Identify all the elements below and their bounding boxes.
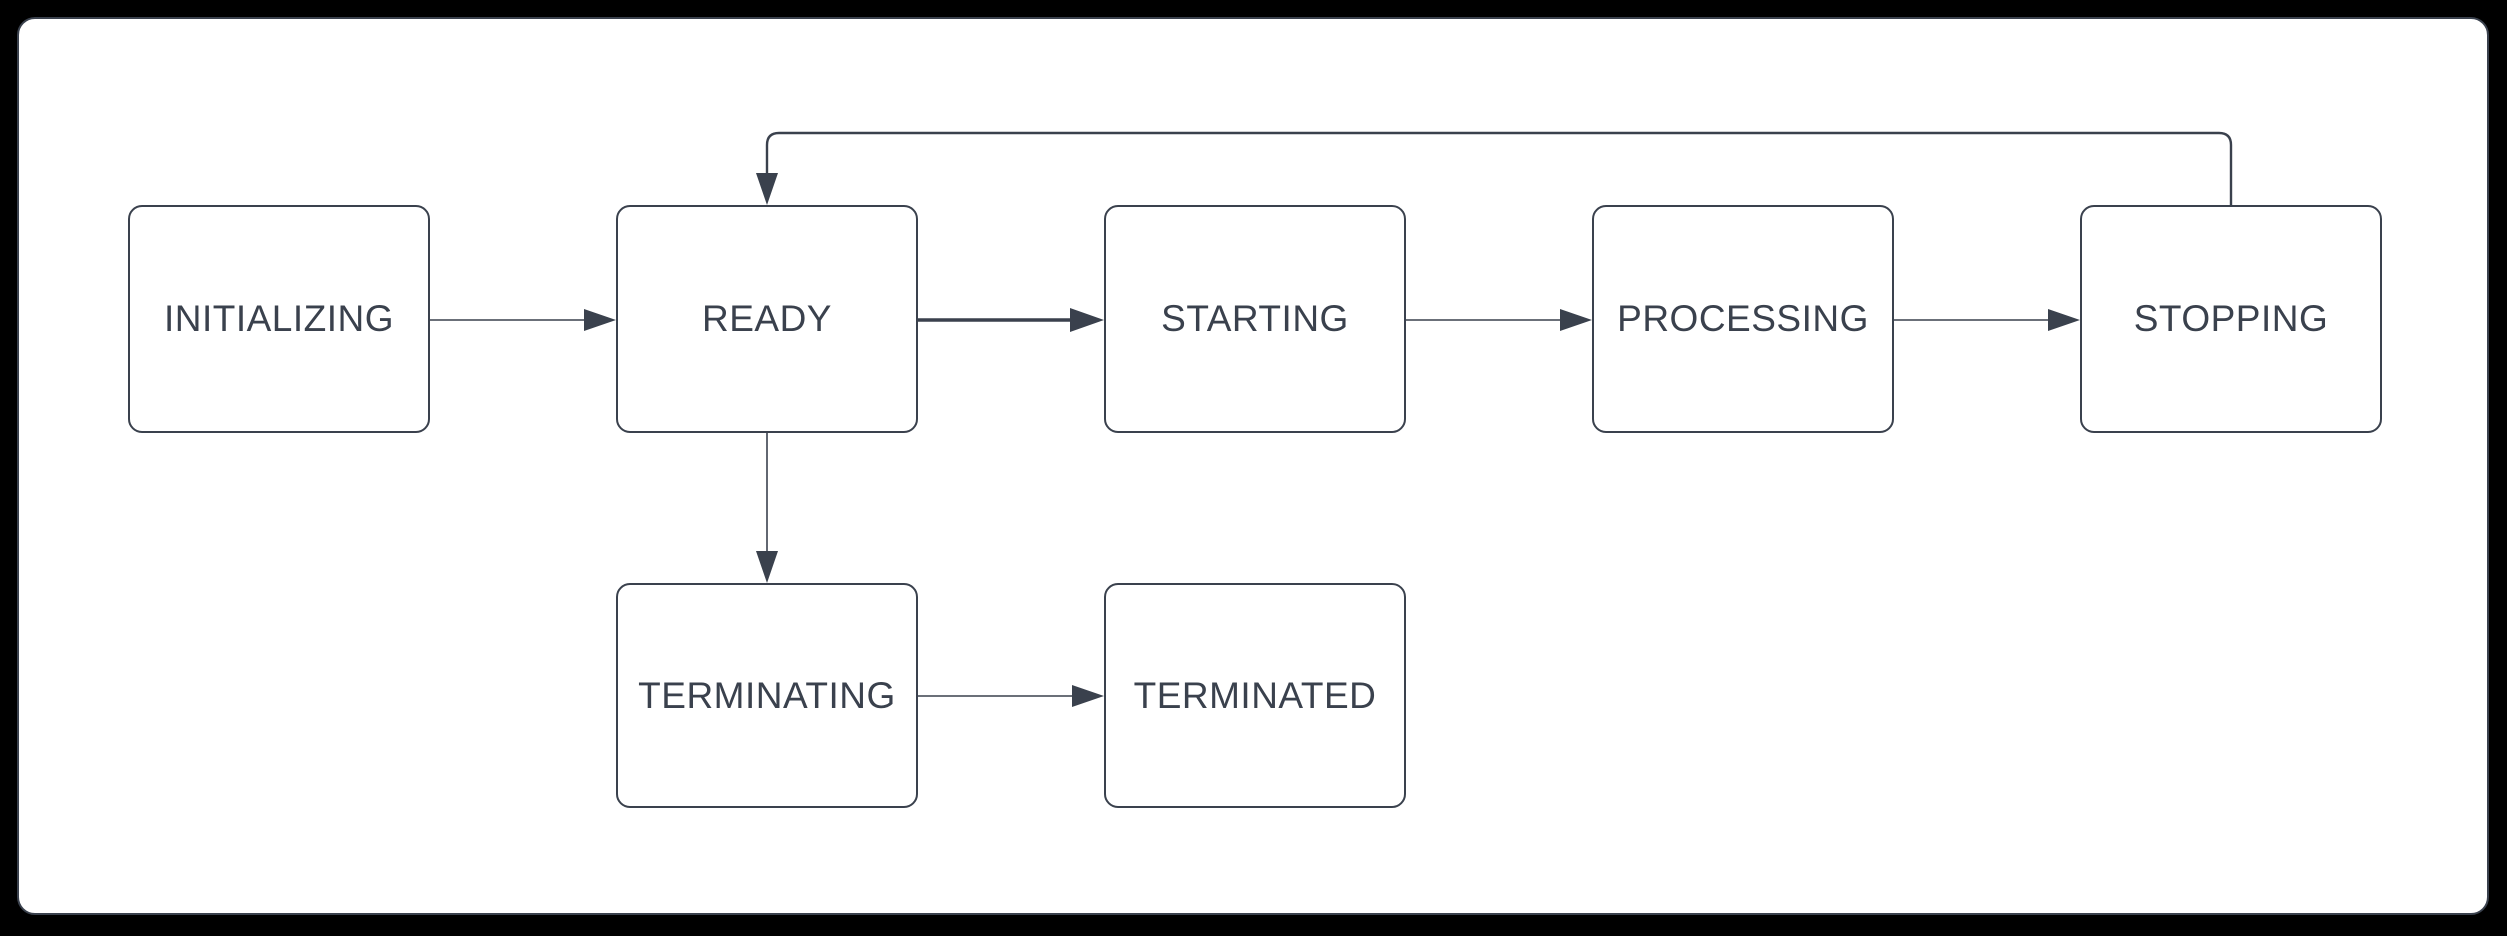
edge-ready-to-starting: [918, 308, 1104, 332]
node-processing[interactable]: PROCESSING: [1592, 205, 1894, 433]
edge-ready-to-terminating: [756, 433, 778, 583]
node-terminating[interactable]: TERMINATING: [616, 583, 918, 808]
node-terminated[interactable]: TERMINATED: [1104, 583, 1406, 808]
node-stopping-label: STOPPING: [2133, 298, 2329, 339]
edge-terminating-to-terminated: [918, 685, 1104, 707]
edge-initializing-to-ready: [430, 309, 616, 331]
node-starting-label: STARTING: [1161, 298, 1349, 339]
edge-starting-to-processing: [1406, 309, 1592, 331]
edge-processing-to-stopping: [1894, 309, 2080, 331]
node-initializing-label: INITIALIZING: [163, 298, 395, 339]
node-terminated-label: TERMINATED: [1133, 674, 1377, 716]
node-terminating-label: TERMINATING: [638, 674, 896, 716]
node-ready-label: READY: [702, 298, 832, 339]
node-processing-label: PROCESSING: [1617, 298, 1869, 339]
node-ready[interactable]: READY: [616, 205, 918, 433]
node-stopping[interactable]: STOPPING: [2080, 205, 2382, 433]
node-starting[interactable]: STARTING: [1104, 205, 1406, 433]
edge-stopping-to-ready-loop: [756, 131, 2233, 206]
node-initializing[interactable]: INITIALIZING: [128, 205, 430, 433]
